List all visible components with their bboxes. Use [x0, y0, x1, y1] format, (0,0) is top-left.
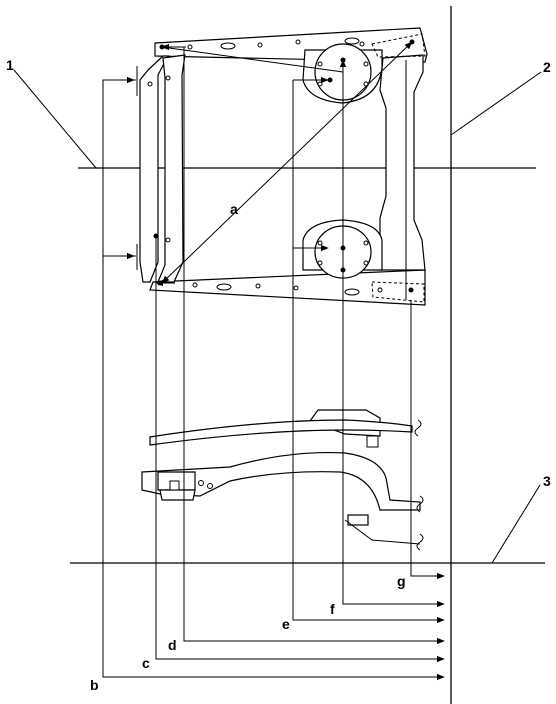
callout-leaders — [13, 69, 542, 564]
right-rail — [379, 54, 426, 271]
dimension-d-label: d — [168, 637, 177, 653]
dimension-a — [161, 41, 413, 284]
frame-hole — [257, 42, 263, 48]
break-symbol — [414, 419, 422, 437]
frame-hole — [317, 260, 323, 266]
dimension-f-label: f — [330, 601, 335, 617]
labels: 1 2 3 a b c d e f g — [6, 57, 551, 693]
frame-hole — [359, 41, 365, 47]
measure-point — [327, 77, 333, 83]
frame-hole — [255, 283, 261, 289]
callout-2-label: 2 — [543, 59, 551, 75]
dimension-g-line — [410, 300, 445, 580]
dimension-b-label: b — [90, 677, 99, 693]
frame-hole — [363, 260, 369, 266]
frame-hole — [187, 44, 193, 50]
frame-hole — [317, 61, 323, 67]
frame-hole — [363, 61, 369, 67]
side-rear-tab — [347, 514, 369, 526]
dimension-e-label: e — [282, 616, 290, 632]
frame-hole — [363, 240, 369, 246]
frame-hole — [192, 282, 198, 288]
callout-1-leader — [13, 69, 97, 169]
callout-1-label: 1 — [6, 57, 14, 73]
dimension-a-diagonal-2 — [161, 46, 344, 73]
dimension-c-line — [155, 236, 445, 663]
dimension-lines — [102, 43, 445, 681]
frame-hole — [377, 287, 383, 293]
side-hole — [198, 480, 204, 486]
lower-crossmember — [149, 269, 426, 306]
dimension-c-label: c — [142, 655, 150, 671]
dimension-a-diagonal — [161, 41, 413, 284]
side-square-hole — [169, 480, 180, 491]
side-upper-rail — [149, 419, 413, 446]
dimension-g-label: g — [397, 573, 406, 589]
side-main-rail — [141, 451, 421, 511]
left-rail-outer — [139, 55, 169, 283]
measure-point — [408, 287, 414, 293]
frame-hole — [317, 81, 323, 87]
slot-hole — [220, 42, 236, 50]
frame-hole — [295, 39, 301, 45]
side-hole — [207, 483, 213, 489]
side-rail-lower-plate — [159, 489, 196, 501]
frame-side-view — [141, 409, 424, 551]
frame-hole — [293, 285, 299, 291]
side-square-hole — [366, 435, 379, 448]
slot-hole — [344, 37, 360, 45]
dimension-d-line — [183, 283, 445, 645]
frame-hole — [317, 240, 323, 246]
callout-2-leader — [450, 71, 542, 136]
frame-hole — [165, 75, 171, 81]
side-rear-edge — [344, 519, 421, 545]
frame-hole — [147, 81, 153, 87]
callout-3-leader — [491, 484, 541, 564]
frame-hole — [165, 237, 171, 243]
callout-3-label: 3 — [543, 473, 551, 489]
slot-hole — [344, 288, 360, 296]
dimension-f-line — [342, 75, 445, 608]
break-symbol — [416, 495, 424, 513]
slot-hole — [216, 283, 232, 291]
break-symbol — [416, 533, 424, 551]
dimension-e-line — [292, 80, 445, 624]
upper-hidden-area — [371, 33, 426, 58]
dimension-a-label: a — [230, 201, 238, 217]
